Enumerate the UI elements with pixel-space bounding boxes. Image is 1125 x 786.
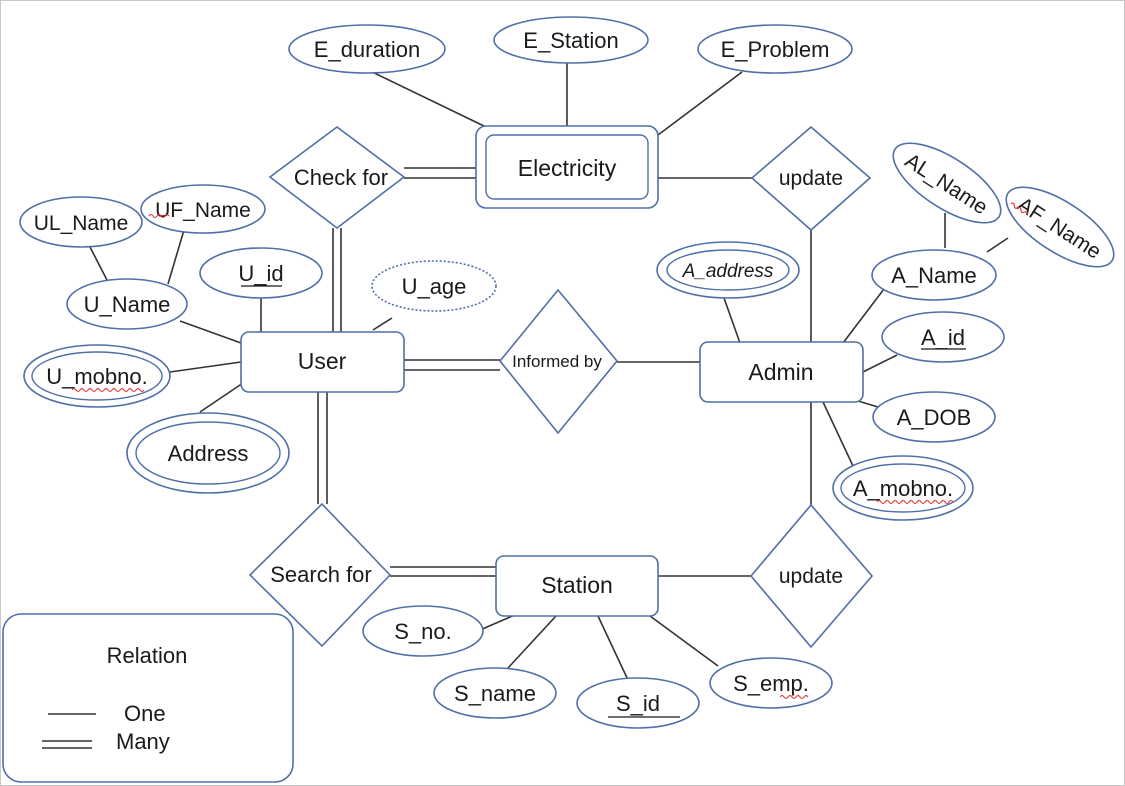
admin-label: Admin [748, 359, 813, 385]
attribute-address: Address [126, 412, 290, 494]
svg-text:U_Name: U_Name [84, 292, 171, 317]
attribute-a-address: A_address [656, 241, 800, 299]
attribute-a-dob: A_DOB [872, 391, 996, 443]
svg-text:E_Station: E_Station [523, 28, 618, 53]
electricity-label: Electricity [518, 155, 617, 181]
svg-text:U_mobno.: U_mobno. [46, 364, 148, 389]
svg-text:U_age: U_age [402, 274, 467, 299]
svg-text:U_id: U_id [238, 261, 283, 286]
svg-text:UL_Name: UL_Name [34, 212, 129, 235]
attribute-e-duration: E_duration [288, 24, 446, 74]
entity-admin: Admin [699, 341, 864, 403]
attribute-a-id: A_id [881, 311, 1005, 363]
search-for-label: Search for [270, 562, 372, 587]
entity-electricity: Electricity [475, 125, 659, 209]
svg-text:A_DOB: A_DOB [897, 405, 972, 430]
attribute-u-name: U_Name [66, 278, 188, 330]
svg-text:A_Name: A_Name [891, 263, 977, 288]
relationship-update-top: update [750, 125, 872, 232]
legend-one-label: One [124, 701, 166, 726]
attribute-e-problem: E_Problem [697, 24, 853, 74]
informed-by-label: Informed by [512, 352, 602, 371]
relationship-update-bottom: update [749, 503, 874, 649]
attribute-s-id: S_id [576, 677, 700, 729]
user-label: User [298, 348, 347, 374]
update-bottom-label: update [779, 565, 843, 588]
attribute-e-station: E_Station [493, 16, 649, 64]
legend-many-label: Many [116, 729, 170, 754]
attribute-af-name: AF_Name [1005, 186, 1115, 268]
svg-text:A_id: A_id [921, 325, 965, 350]
svg-text:Address: Address [168, 441, 249, 466]
svg-text:A_mobno.: A_mobno. [853, 476, 953, 501]
entity-station: Station [495, 555, 659, 617]
attribute-ul-name: UL_Name [19, 196, 143, 248]
attribute-u-age: U_age [371, 260, 497, 312]
svg-text:E_Problem: E_Problem [721, 37, 830, 62]
svg-text:S_emp.: S_emp. [733, 671, 809, 696]
entity-user: User [240, 331, 405, 393]
attribute-u-id: U_id [199, 247, 323, 299]
svg-text:S_no.: S_no. [394, 619, 452, 644]
attribute-u-mobno: U_mobno. [23, 344, 171, 408]
relationship-check-for: Check for [268, 126, 406, 230]
svg-text:S_id: S_id [616, 691, 660, 716]
svg-text:A_address: A_address [682, 261, 774, 282]
station-label: Station [541, 572, 613, 598]
connectors [89, 62, 1009, 681]
svg-text:UF_Name: UF_Name [155, 199, 251, 222]
legend: Relation One Many [2, 613, 294, 783]
relationship-search-for: Search for [248, 502, 392, 648]
svg-text:S_name: S_name [454, 681, 536, 706]
attribute-s-emp: S_emp. [709, 657, 833, 709]
relationship-informed-by: Informed by [498, 288, 619, 435]
attribute-s-no: S_no. [362, 605, 484, 657]
update-top-label: update [779, 167, 843, 190]
attribute-uf-name: UF_Name [140, 184, 266, 234]
svg-text:E_duration: E_duration [314, 37, 420, 62]
attribute-a-name: A_Name [871, 249, 997, 301]
legend-title: Relation [107, 643, 188, 668]
check-for-label: Check for [294, 165, 388, 190]
attribute-al-name: AL_Name [892, 142, 1002, 224]
attribute-a-mobno: A_mobno. [832, 455, 974, 521]
attribute-s-name: S_name [433, 667, 557, 719]
